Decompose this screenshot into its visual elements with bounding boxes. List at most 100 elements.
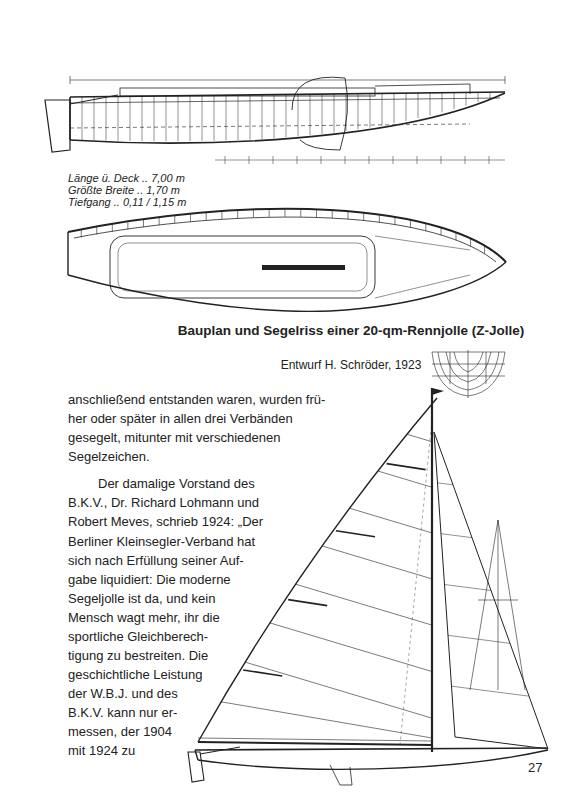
sail-seam [441,534,472,538]
frame-line [298,94,299,136]
frame-line [202,95,203,140]
frame-line [284,209,285,217]
frame-line [238,95,239,140]
frame-line [442,93,443,113]
frame-line [300,209,301,217]
sail-seam [445,585,492,591]
frame-line [106,97,107,141]
sail-batten [336,531,375,537]
frame-line [214,95,215,140]
dimension-tick [273,156,274,164]
frame-line [346,94,347,131]
frame-line [322,94,323,134]
dimension-tick [417,156,418,164]
frame-line [470,238,471,246]
plan-view [68,209,506,312]
frame-line [274,95,275,138]
frame-line [394,93,395,123]
sail-seam [350,508,432,533]
sail-seam [221,702,432,738]
body-text-line: Segelzeichen. [68,449,150,465]
body-text-line: Der damalige Vorstand des [98,476,255,492]
body-text-line: gabe liquidiert: Die moderne [68,572,231,588]
frame-line [190,96,191,141]
dimension-tick [345,156,346,164]
frame-line [96,226,97,234]
frame-line [379,215,380,223]
body-text-line: der W.B.J. und des [68,686,178,702]
frame-line [94,97,95,141]
sail-seam [438,483,454,485]
frame-line [484,246,485,254]
frame-line [118,96,119,140]
frame-line [441,227,442,235]
dimension-tick [321,156,322,164]
body-text-line: Berliner Kleinsegler-Verband hat [68,534,255,550]
frame-line [370,94,371,128]
body-text-line: anschließend entstanden waren, wurden fr… [68,392,325,408]
frame-line [154,96,155,141]
frame-line [430,93,431,116]
sail-seam [407,434,432,442]
body-plan [432,350,505,398]
frame-line [334,94,335,133]
frame-line [226,95,227,140]
body-text-line: sportliche Gleichberech- [68,629,208,645]
dimension-tick [225,156,226,164]
page-number: 27 [528,760,542,776]
frame-line [206,212,207,220]
body-text-line: Segeljolle ist da, und kein [68,591,215,607]
frame-line [455,232,456,240]
frame-line [310,94,311,135]
frame-line [478,92,479,102]
profile-view [45,76,505,164]
frame-line [410,220,411,228]
frame-line [237,210,238,218]
frame-line [221,211,222,219]
frame-line [178,96,179,141]
body-text-line: messen, der 1904 [68,724,172,740]
dimension-tick [369,156,370,164]
body-text-line: B.K.V. kann nur er- [68,705,177,721]
frame-line [253,209,254,217]
frame-line [174,215,175,223]
frame-line [490,92,491,100]
dimension-tick [393,156,394,164]
frame-line [250,95,251,139]
dimension-tick [441,156,442,164]
frame-line [142,96,143,141]
sail-seam [322,546,432,579]
dimension-tick [297,156,298,164]
frame-line [190,214,191,222]
designer-credit: Entwurf H. Schröder, 1923 [281,358,422,372]
sail-seam [452,686,530,696]
body-text-line: Robert Meves, schrieb 1924: „Der [68,514,263,530]
frame-line [143,219,144,227]
frame-line [406,93,407,121]
frame-line [394,217,395,225]
sail-seam [245,662,432,718]
frame-line [454,93,455,110]
frame-line [112,224,113,232]
frame-line [425,223,426,231]
sail-plan [188,388,548,785]
frame-line [130,96,131,141]
frame-line [382,93,383,125]
frame-line [159,217,160,225]
frame-line [358,94,359,130]
frame-line [332,210,333,218]
frame-line [418,93,419,118]
sail-seam [270,623,432,672]
frame-line [127,221,128,229]
body-text-line: sich nach Erfüllung seiner Auf- [68,553,244,569]
body-text-line: B.K.V., Dr. Richard Lohmann und [68,495,259,511]
body-text-line: mit 1924 zu [68,743,135,759]
frame-line [466,92,467,105]
body-text-line: her oder später in allen drei Verbänden [68,411,293,427]
body-text-line: gesegelt, mitunter mit verschiedenen [68,430,280,446]
spec-line: Tiefgang .. 0,11 / 1,15 m [68,196,186,209]
body-text-line: geschichtliche Leistung [68,667,202,683]
frame-line [269,209,270,217]
sail-batten [387,464,426,470]
dimension-tick [249,156,250,164]
